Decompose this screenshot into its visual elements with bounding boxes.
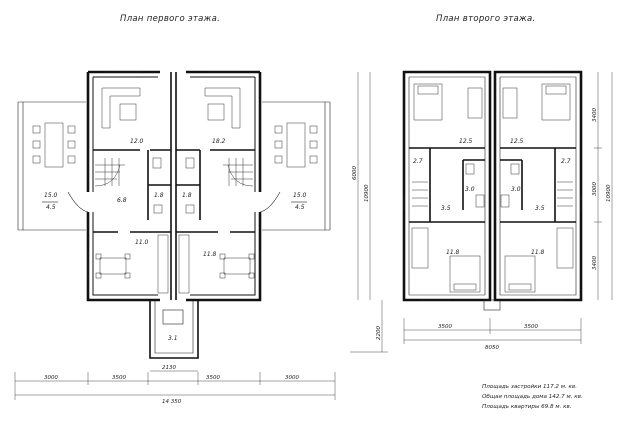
wc-right [185,157,195,214]
wc-left [152,157,163,214]
wc-left-area: 1.8 [154,192,164,199]
door-left [67,191,89,213]
dim-3500-b: 3500 [206,375,220,381]
porch [149,300,199,359]
second-floor-dimensions [350,72,613,353]
dim-3400-bottom: 3400 [592,256,598,270]
stairs-right [223,158,254,187]
second-floor-title: План второго этажа. [436,14,536,24]
porch-area: 3.1 [168,335,178,342]
wc-right-area: 1.8 [182,192,192,199]
first-floor-plan: 15.0 4.5 15.0 4.5 3.1 [14,70,371,405]
terrace-left-size: 4.5 [46,204,56,211]
dim-2200: 2200 [376,326,382,340]
terrace-right [262,101,331,231]
stairs-upper [412,181,573,207]
second-floor-walls [402,70,583,302]
note-flat-area: Площадь квартиры 69.8 м. кв. [482,404,572,410]
terrace-table-right [274,122,318,168]
dim-8050: 8050 [485,345,499,351]
stairs-left [94,158,125,187]
small-l-area: 2.7 [413,158,423,165]
bath-r-area: 3.0 [511,186,521,193]
dim-total-14350: 14 350 [162,399,182,405]
terrace-right-area: 15.0 [293,192,307,199]
terrace-left-area: 15.0 [44,192,58,199]
hall-left-area: 6.8 [117,197,127,204]
kitchen-right-furniture [178,234,255,294]
bed-top-left [413,83,483,121]
first-floor-title: План первого этажа. [120,14,220,24]
bed-bl-area: 11.8 [446,249,460,256]
dim-3500-left: 3500 [438,324,452,330]
sofa-left [101,87,141,129]
bed-tl-area: 12.5 [459,138,473,145]
dim-3000-a: 3000 [44,375,58,381]
dim-3000: 3000 [592,182,598,196]
bath-fixtures [465,163,520,208]
living-left-area: 12.0 [130,138,144,145]
living-right-area: 18.2 [212,138,226,145]
door-right [259,191,281,213]
dim-10900-right: 10900 [606,184,612,202]
sofa-right [204,87,241,129]
terrace-table-left [32,122,76,168]
first-floor-dimensions [14,72,371,400]
first-floor-walls [86,70,262,302]
kitchen-left-area: 11.0 [135,239,149,246]
terrace-left [17,101,86,231]
chimney-box [483,299,501,311]
note-built-area: Площадь застройки 117.2 м. кв. [482,384,577,390]
dim-10900: 10900 [364,184,370,202]
small-r-area: 2.7 [561,158,571,165]
kitchen-right-area: 11.8 [203,251,217,258]
dim-3400-top: 3400 [592,108,598,122]
bed-br-area: 11.8 [531,249,545,256]
dim-3000-b: 3000 [285,375,299,381]
kitchen-left-furniture [95,234,169,294]
dim-3500-right: 3500 [524,324,538,330]
bed-top-right [502,83,571,121]
bath-l-area: 3.0 [465,186,475,193]
dim-6000: 6000 [352,166,358,180]
bed-bottom-right [504,227,574,293]
dim-3500-a: 3500 [112,375,126,381]
hall-r-area: 3.5 [535,205,545,212]
bed-bottom-left [411,227,481,293]
dim-2130: 2130 [162,365,176,371]
note-total-area: Общая площадь дома 142.7 м. кв. [482,394,583,400]
hall-l-area: 3.5 [441,205,451,212]
bed-tr-area: 12.5 [510,138,524,145]
terrace-right-size: 4.5 [295,204,305,211]
second-floor-plan: 12.5 12.5 2.7 2.7 3.0 3.0 3.5 3.5 11.8 1… [350,70,613,353]
